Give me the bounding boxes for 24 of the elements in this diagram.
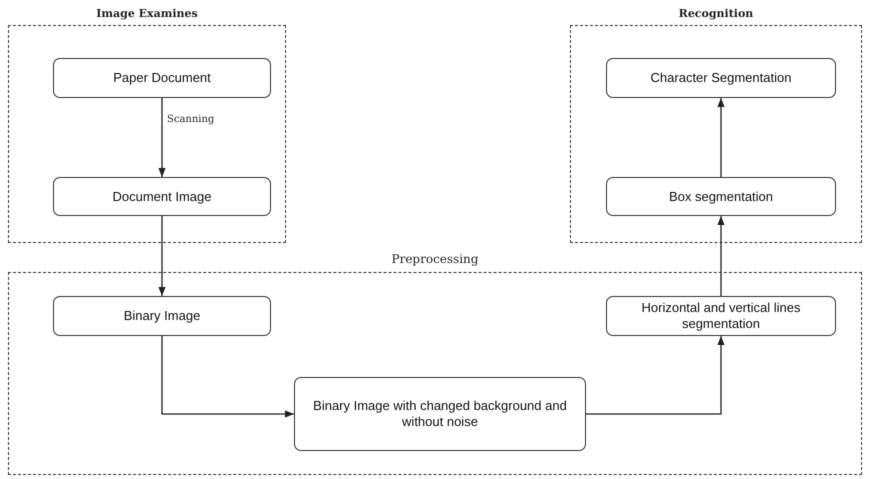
process-box [53,58,271,98]
box-label: Box segmentation [668,188,774,204]
arrow [717,98,725,177]
process-box [53,177,271,216]
box-label: Binary Image with changed background and without noise [312,398,568,430]
edge-label: Scanning [167,114,214,124]
group-title: Preprocessing [390,252,480,266]
process-box [294,377,586,451]
process-box [53,296,271,336]
process-box [606,58,836,98]
arrow [586,336,725,415]
arrow [717,216,725,296]
arrow [158,216,166,296]
box-label: Character Segmentation [650,70,792,86]
group-title: Recognition [678,7,754,20]
box-label: Paper Document [112,70,212,86]
box-label: Horizontal and vertical lines segmentation [640,300,802,332]
box-label: Document Image [112,188,212,204]
box-label: Binary Image [122,308,202,324]
group-title: Image Examines [95,7,199,20]
arrow [158,98,166,177]
process-box [606,177,836,216]
process-box [606,296,836,336]
arrow [161,336,294,418]
